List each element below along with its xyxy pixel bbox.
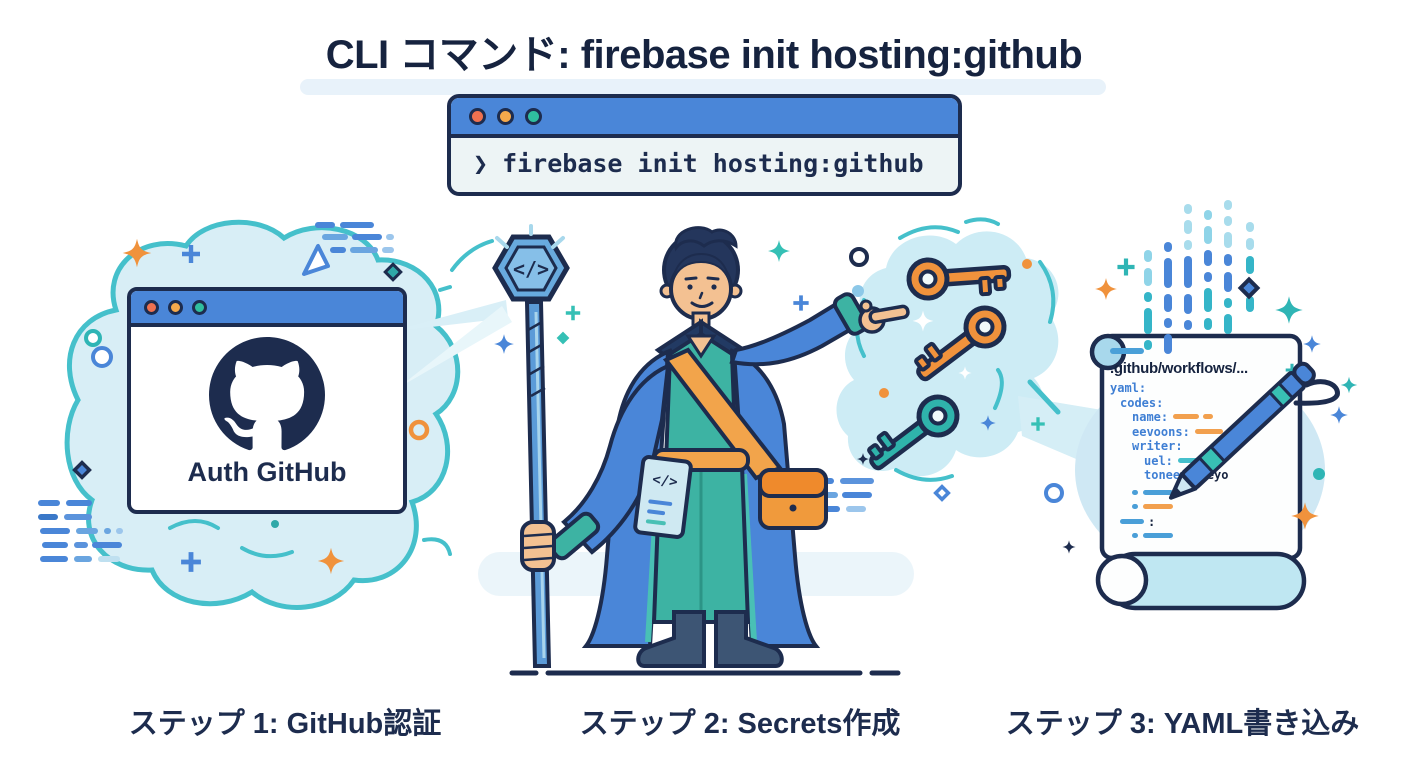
yaml-line: uel: <box>1100 454 1300 469</box>
traffic-light-red-icon <box>144 299 159 315</box>
terminal-titlebar <box>451 98 958 138</box>
workflow-filename: .github/workflows/... <box>1110 360 1248 377</box>
github-window-titlebar <box>131 291 403 327</box>
code-dashes-bottom <box>38 500 123 562</box>
yaml-line: tonees:peyo <box>1144 468 1229 482</box>
diamond-icon <box>72 460 92 480</box>
auth-github-label: Auth GitHub <box>187 457 347 487</box>
traffic-light-green-icon <box>525 107 542 125</box>
step-1-label: ステップ 1: GitHub認証 <box>128 708 442 740</box>
yaml-line: : <box>1100 515 1300 530</box>
wizard-boot <box>714 610 784 668</box>
scroll-bottom-curl <box>1095 553 1149 607</box>
terminal-body: ❯ firebase init hosting:github <box>451 138 958 188</box>
traffic-light-yellow-icon <box>497 107 514 125</box>
step-3-label: ステップ 3: YAML書き込み <box>1005 708 1360 740</box>
dotted-columns <box>1144 200 1254 354</box>
badge-code-glyph: </> <box>651 472 678 491</box>
github-window-body: Auth GitHub <box>131 327 403 488</box>
yaml-scroll-content: .github/workflows/... yaml: codes: name:… <box>1100 348 1300 544</box>
code-badge: </> <box>633 455 693 539</box>
staff-beam <box>388 300 512 388</box>
center-decorations <box>408 239 1064 512</box>
github-auth-window: Auth GitHub <box>127 287 407 514</box>
traffic-light-red-icon <box>469 107 486 125</box>
traffic-light-green-icon <box>192 299 207 315</box>
step-2-label: ステップ 2: Secrets作成 <box>579 708 901 740</box>
terminal-window: ❯ firebase init hosting:github <box>447 94 962 196</box>
yaml-line: yaml: <box>1110 381 1147 395</box>
yaml-line: codes: <box>1120 395 1164 410</box>
github-octocat-icon <box>209 337 325 451</box>
terminal-command: firebase init hosting:github <box>502 148 924 178</box>
wizard-figure: </> <box>492 224 910 668</box>
right-decorations <box>1062 200 1358 554</box>
title-underline-band <box>300 79 1106 95</box>
scroll-heading-dash <box>1110 348 1144 354</box>
yaml-line <box>1100 529 1300 544</box>
yaml-line: eevoons: <box>1100 425 1300 440</box>
yaml-line: writer: <box>1132 439 1183 453</box>
yaml-line: name: <box>1100 410 1300 425</box>
diamond-icon <box>1237 276 1261 300</box>
wizard-staff: </> <box>492 224 570 668</box>
yaml-line <box>1100 486 1300 501</box>
traffic-light-yellow-icon <box>168 299 183 315</box>
code-dashes-top <box>315 222 394 253</box>
yaml-line <box>1100 500 1300 515</box>
staff-code-glyph: </> <box>513 257 549 281</box>
left-decorations <box>38 222 403 575</box>
prompt-icon: ❯ <box>473 148 489 178</box>
wizard-boot <box>636 610 706 668</box>
page-title: CLI コマンド: firebase init hosting:github <box>325 33 1083 77</box>
